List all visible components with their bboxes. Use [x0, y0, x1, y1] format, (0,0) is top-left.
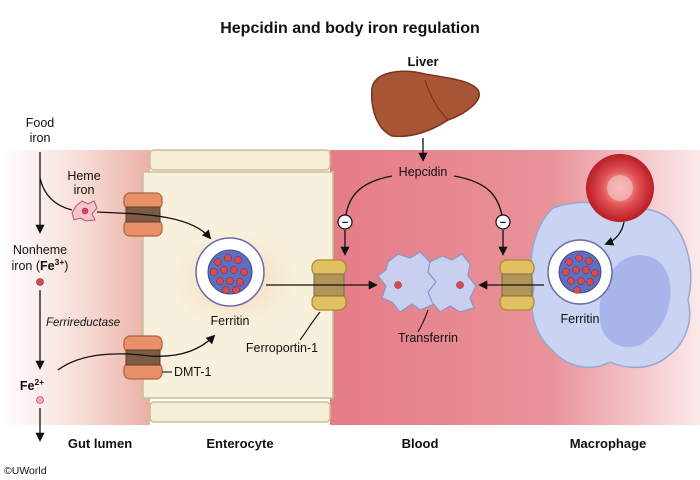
region-gut-lumen: Gut lumen [68, 436, 132, 451]
liver-icon [370, 70, 480, 138]
nonheme-iron-label-1: Nonheme [13, 243, 67, 257]
transferrin-molecule [377, 251, 477, 313]
inhibit-badge-left: − [337, 214, 353, 230]
page-title: Hepcidin and body iron regulation [220, 20, 480, 37]
transferrin-label: Transferrin [398, 331, 458, 345]
transferrin-leader [417, 309, 429, 333]
ferritin-macrophage-label: Ferritin [561, 312, 600, 326]
svg-text:−: − [500, 217, 506, 229]
food-iron-label-1: Food [26, 116, 55, 130]
nonheme-iron-dot [36, 278, 44, 286]
nonheme-iron-label-2: iron (Fe3+) [12, 257, 69, 273]
red-blood-cell-icon [586, 154, 654, 222]
ferrireductase-label: Ferrireductase [46, 317, 120, 329]
ferroportin-leader [299, 311, 321, 341]
ferritin-enterocyte-label: Ferritin [211, 314, 250, 328]
heme-iron-icon [71, 200, 98, 222]
inhibit-badge-right: − [495, 214, 511, 230]
region-macrophage: Macrophage [570, 436, 647, 451]
rbc-phagocytosis-arrow [604, 221, 625, 246]
hepcidin-label: Hepcidin [399, 165, 448, 179]
heme-uptake-arrow [96, 211, 212, 240]
dmt1-label: DMT-1 [174, 365, 212, 379]
heme-transporter [123, 192, 163, 237]
heme-iron-label-1: Heme [67, 169, 100, 183]
food-to-heme-arrow [39, 177, 73, 211]
ferritin-enterocyte [195, 237, 265, 307]
fe2-iron-dot [36, 396, 44, 404]
heme-iron-label-2: iron [74, 183, 95, 197]
fe2-label: Fe2+ [20, 377, 44, 393]
food-iron-label-2: iron [30, 131, 51, 145]
svg-text:−: − [342, 217, 348, 229]
copyright-text: ©UWorld [4, 465, 47, 477]
region-enterocyte: Enterocyte [206, 436, 273, 451]
dmt1-transporter [123, 335, 163, 380]
ferritin-macrophage [547, 239, 613, 305]
dmt1-uptake-arrow [57, 334, 216, 371]
ferroportin-label: Ferroportin-1 [246, 341, 318, 355]
region-blood: Blood [402, 436, 439, 451]
liver-label: Liver [407, 54, 438, 69]
